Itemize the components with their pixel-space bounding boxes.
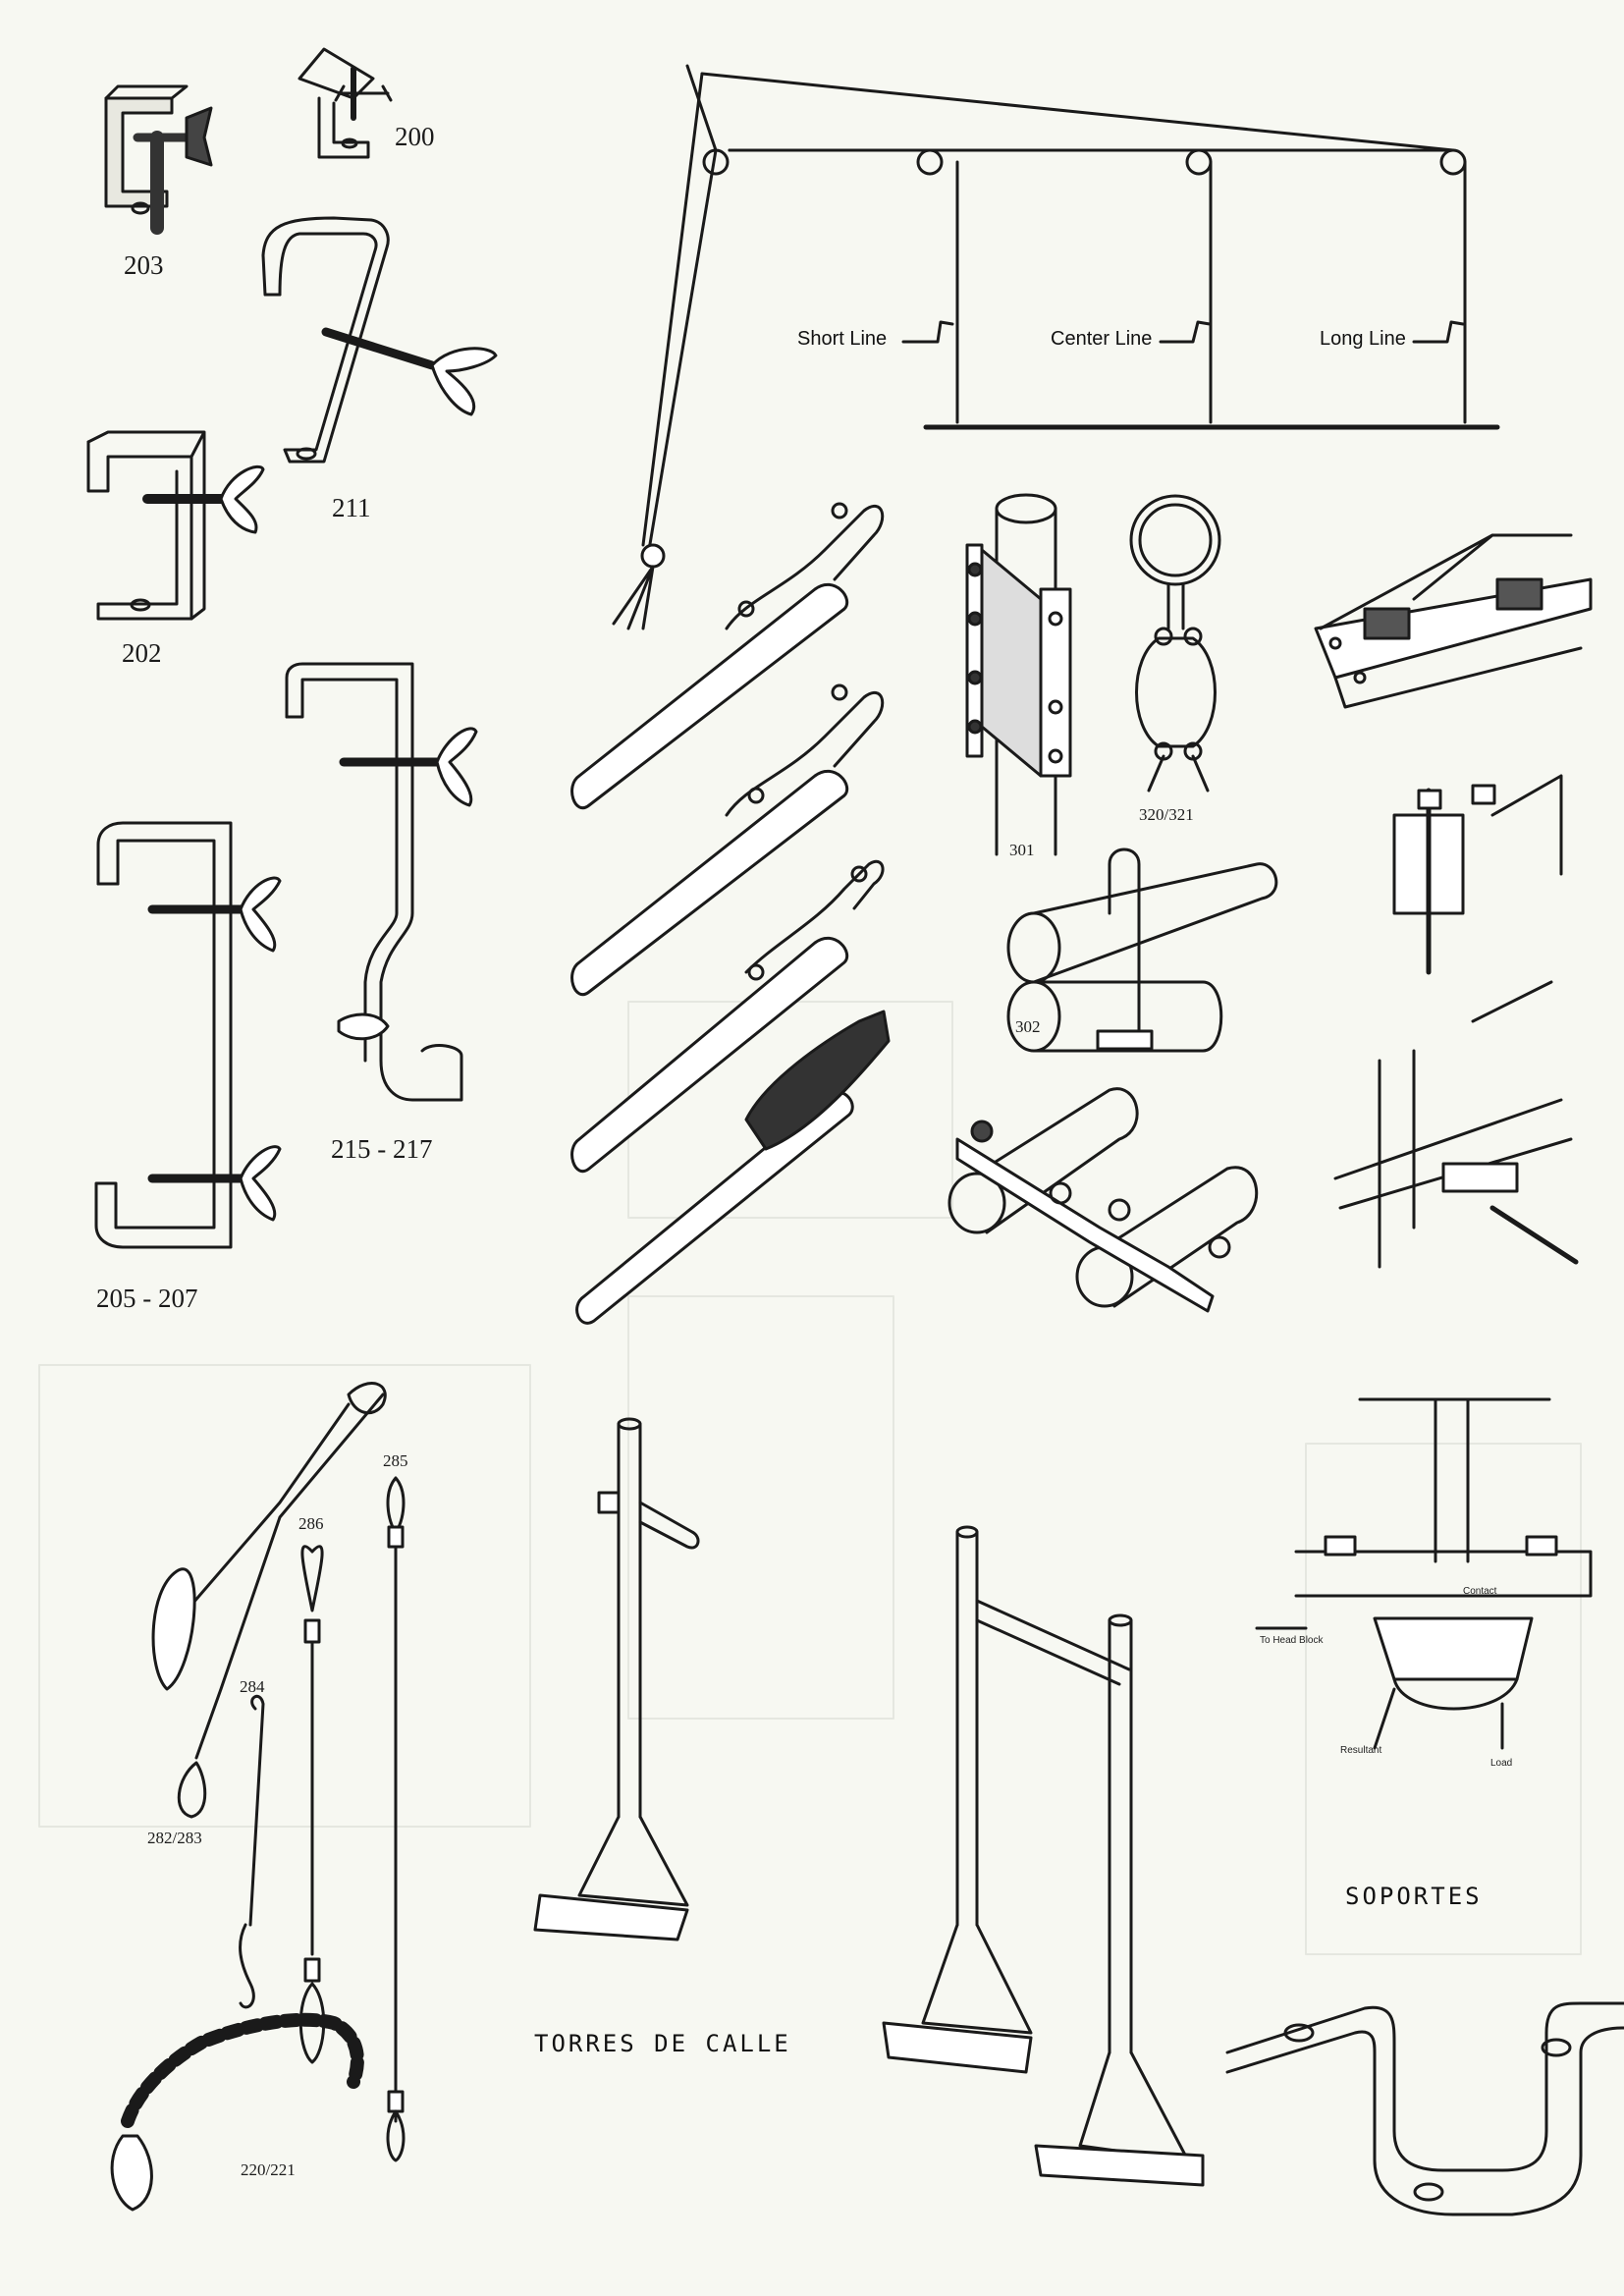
load-label: Load	[1490, 1758, 1513, 1769]
beam-clamp-low-icon	[1333, 980, 1579, 1269]
clamp-320-icon	[1129, 494, 1221, 793]
to-head-block-label: To Head Block	[1260, 1635, 1324, 1646]
chain-220-icon	[110, 2012, 364, 2212]
long-line-label: Long Line	[1320, 328, 1406, 350]
pipe-clamp-301-icon	[965, 493, 1072, 856]
street-tower-2-icon	[882, 1525, 1205, 2187]
part-220-221-label: 220/221	[241, 2160, 296, 2179]
part-211-label: 211	[332, 493, 371, 522]
contact-label: Contact	[1463, 1586, 1497, 1597]
clamp-202-icon	[86, 430, 265, 621]
part-286-label: 286	[298, 1514, 324, 1533]
part-200-label: 200	[395, 122, 435, 151]
part-203-label: 203	[124, 250, 164, 280]
wire-rope-285-icon	[386, 1476, 406, 2162]
beam-trolley-diagram-icon	[1255, 1397, 1593, 1750]
clamp-215-icon	[285, 662, 478, 1102]
rigging-diagram-icon	[612, 64, 1500, 630]
part-302-label: 302	[1015, 1017, 1041, 1036]
part-202-label: 202	[122, 638, 162, 668]
beam-clamp-top-icon	[1314, 533, 1593, 709]
short-line-label: Short Line	[797, 328, 888, 350]
u-bracket-icon	[1225, 2001, 1624, 2216]
beam-clamp-mid-icon	[1392, 774, 1563, 975]
part-205-207-label: 205 - 207	[96, 1284, 198, 1313]
part-215-217-label: 215 - 217	[331, 1134, 433, 1164]
part-320-321-label: 320/321	[1139, 805, 1194, 824]
part-301-label: 301	[1009, 841, 1035, 859]
wire-rope-284-icon	[239, 1694, 265, 2009]
wire-rope-286-icon	[298, 1545, 326, 2064]
clamp-200-icon	[298, 47, 393, 159]
hanger-arms-icon	[570, 502, 891, 1325]
wire-rope-282-icon	[151, 1382, 387, 1819]
part-282-283-label: 282/283	[147, 1829, 202, 1847]
resultant-label: Resultant	[1340, 1745, 1382, 1756]
cross-clamp-302-icon	[1006, 847, 1278, 1053]
clamp-211-icon	[261, 216, 498, 464]
street-tower-1-icon	[533, 1417, 700, 1941]
center-line-label: Center Line	[1051, 328, 1153, 350]
part-284-label: 284	[240, 1677, 265, 1696]
part-285-label: 285	[383, 1451, 408, 1470]
clamp-203-icon	[104, 84, 213, 235]
clamp-205-icon	[94, 821, 282, 1249]
torres-de-calle-caption: TORRES DE CALLE	[534, 2030, 791, 2057]
double-pipe-clamp-icon	[947, 1087, 1259, 1313]
soportes-caption: SOPORTES	[1345, 1883, 1483, 1910]
